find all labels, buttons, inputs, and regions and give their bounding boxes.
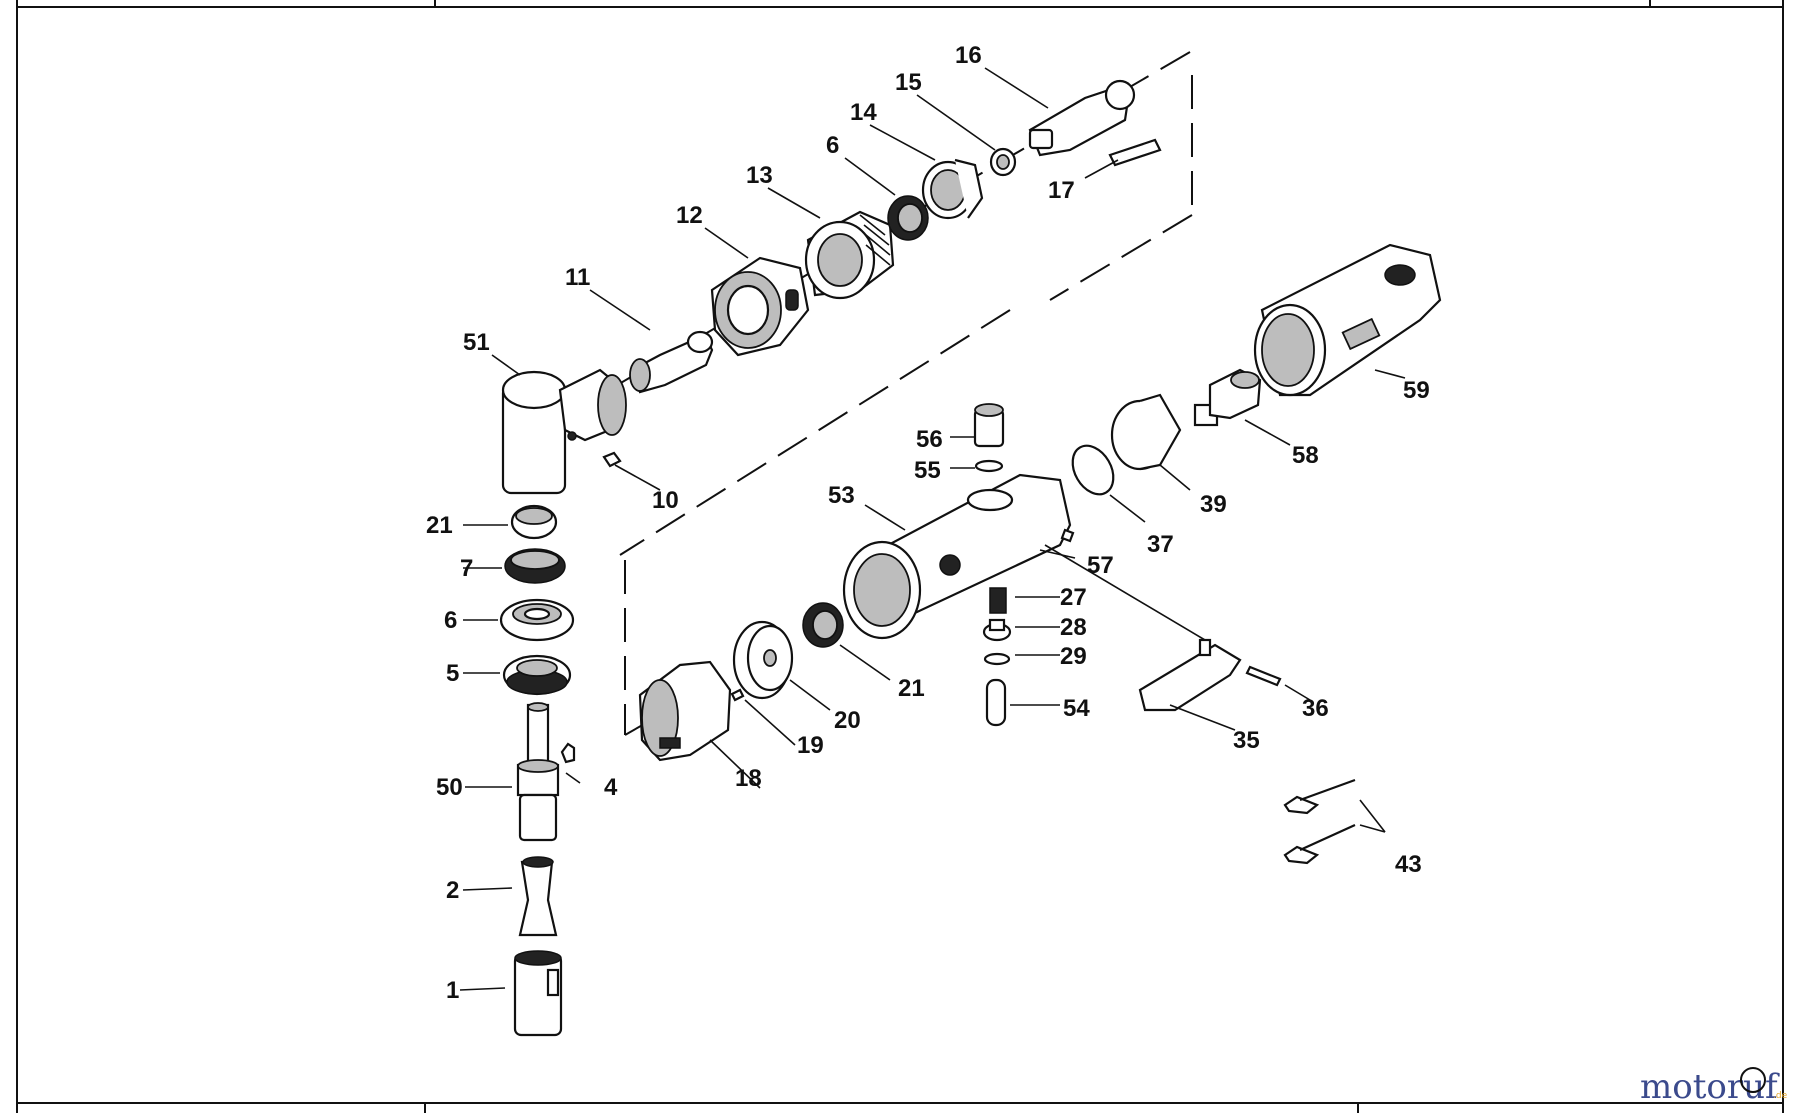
label-part-18: 18 — [735, 765, 762, 792]
part-12-clamp-nut — [710, 256, 810, 357]
label-part-10: 10 — [652, 487, 679, 514]
label-part-4: 4 — [604, 774, 618, 801]
part-54-valve-pin — [985, 678, 1007, 727]
label-part-7: 7 — [460, 555, 473, 582]
label-part-37: 37 — [1147, 531, 1174, 558]
part-35-throttle-lever — [1138, 638, 1242, 712]
label-part-5: 5 — [446, 660, 459, 687]
part-57-pin — [1060, 528, 1075, 543]
part-29-o-ring — [983, 652, 1011, 666]
label-part-2: 2 — [446, 877, 459, 904]
label-part-14: 14 — [850, 99, 877, 126]
part-18-end-cap — [638, 660, 732, 762]
label-part-58: 58 — [1292, 442, 1319, 469]
label-part-17: 17 — [1048, 177, 1075, 204]
part-17-vane — [1108, 138, 1162, 167]
part-6-bearing — [499, 598, 575, 642]
label-part-51: 51 — [463, 329, 490, 356]
part-21-bearing-middle — [802, 602, 844, 648]
part-4-key — [560, 742, 576, 764]
part-21-bearing-ring — [510, 504, 558, 540]
part-number-labels: 1 2 4 5 6 7 10 11 12 13 6 14 15 16 17 18… — [426, 42, 1430, 1004]
part-11-drive-shaft — [629, 330, 714, 394]
part-51-angle-head — [501, 368, 627, 495]
label-part-28: 28 — [1060, 614, 1087, 641]
label-part-11: 11 — [565, 264, 590, 291]
watermark-suffix: .de — [1773, 1091, 1788, 1101]
part-36-lever-pin — [1245, 665, 1282, 687]
motoruf-watermark-logo: motoruf .de — [1640, 1067, 1788, 1107]
leader-lines — [459, 67, 1406, 991]
label-part-6-upper: 6 — [826, 132, 839, 159]
label-part-16: 16 — [955, 42, 982, 69]
part-56-valve — [973, 403, 1005, 448]
label-part-35: 35 — [1233, 727, 1260, 754]
part-13-threaded-ring — [804, 210, 895, 300]
label-part-15: 15 — [895, 69, 922, 96]
part-55-o-ring — [974, 459, 1004, 473]
watermark-emblem-icon — [1740, 1067, 1766, 1093]
part-28-valve-seat — [982, 618, 1012, 642]
part-7-bevel-gear — [504, 548, 566, 584]
part-2-collet — [518, 856, 558, 937]
part-6-bearing-upper — [887, 195, 929, 241]
part-16-rotor — [1028, 79, 1136, 157]
part-53-motor-housing — [842, 473, 1072, 640]
part-27-spring — [989, 587, 1007, 614]
label-part-54: 54 — [1063, 695, 1090, 722]
label-part-6-lower: 6 — [444, 607, 457, 634]
part-10-screw — [602, 451, 622, 468]
watermark-text: motoruf — [1640, 1067, 1780, 1107]
label-part-39: 39 — [1200, 491, 1227, 518]
part-14-ring — [921, 158, 984, 220]
label-part-1: 1 — [446, 977, 459, 1004]
part-15-small-ring — [989, 147, 1017, 177]
label-part-56: 56 — [916, 426, 943, 453]
label-part-50: 50 — [436, 774, 463, 801]
label-part-53: 53 — [828, 482, 855, 509]
part-50-spindle — [516, 702, 560, 842]
label-part-55: 55 — [914, 457, 941, 484]
part-58-air-inlet — [1193, 368, 1262, 427]
part-59-housing-sleeve — [1253, 243, 1442, 397]
label-part-29: 29 — [1060, 643, 1087, 670]
label-part-57: 57 — [1087, 552, 1114, 579]
label-part-12: 12 — [676, 202, 703, 229]
part-39-threaded-ring — [1110, 393, 1182, 471]
label-part-59: 59 — [1403, 377, 1430, 404]
label-part-13: 13 — [746, 162, 773, 189]
label-part-27: 27 — [1060, 584, 1087, 611]
page-border — [16, 0, 1784, 1113]
label-part-21-left: 21 — [426, 512, 453, 539]
part-5-gear — [502, 654, 572, 696]
part-37-o-ring — [1071, 444, 1115, 496]
label-part-21-middle: 21 — [898, 675, 925, 702]
label-part-36: 36 — [1302, 695, 1329, 722]
part-43-wrenches — [1283, 778, 1356, 865]
part-19-pin — [730, 688, 745, 702]
part-20-rear-plate — [732, 620, 794, 700]
label-part-43: 43 — [1395, 851, 1422, 878]
label-part-20: 20 — [834, 707, 861, 734]
part-1-collet-nut — [513, 950, 563, 1037]
label-part-19: 19 — [797, 732, 824, 759]
